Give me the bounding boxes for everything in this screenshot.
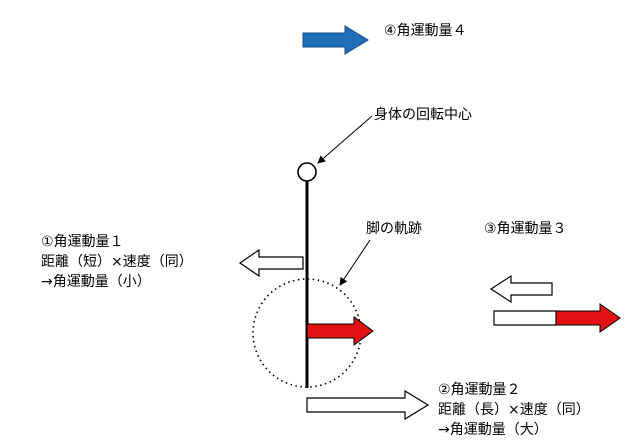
label-am2-line3: →角運動量（大） bbox=[438, 422, 548, 438]
white-arrow-3 bbox=[489, 274, 553, 304]
combined-arrow-white-part bbox=[493, 310, 557, 326]
combined-arrow-red-part bbox=[555, 303, 621, 333]
red-arrow-rod bbox=[306, 316, 374, 346]
label-am2-line2: 距離（長）×速度（同） bbox=[438, 402, 590, 418]
label-am1-line1: ①角運動量１ bbox=[41, 234, 124, 250]
white-arrow-2 bbox=[306, 389, 430, 421]
trajectory-leader bbox=[339, 239, 371, 286]
label-am4: ④角運動量４ bbox=[384, 23, 467, 39]
white-arrow-1 bbox=[238, 248, 304, 278]
blue-arrow-4 bbox=[302, 25, 369, 55]
label-am1-line2: 距離（短）×速度（同） bbox=[41, 254, 193, 270]
label-leg-trajectory: 脚の軌跡 bbox=[366, 221, 422, 237]
label-am3: ③角運動量３ bbox=[484, 221, 567, 237]
label-rotation-center: 身体の回転中心 bbox=[374, 107, 472, 123]
label-am1-line3: →角運動量（小） bbox=[41, 274, 151, 290]
rotation-center-pivot bbox=[297, 162, 317, 182]
rotation-center-leader bbox=[317, 115, 373, 164]
label-am2-line1: ②角運動量２ bbox=[438, 382, 521, 398]
